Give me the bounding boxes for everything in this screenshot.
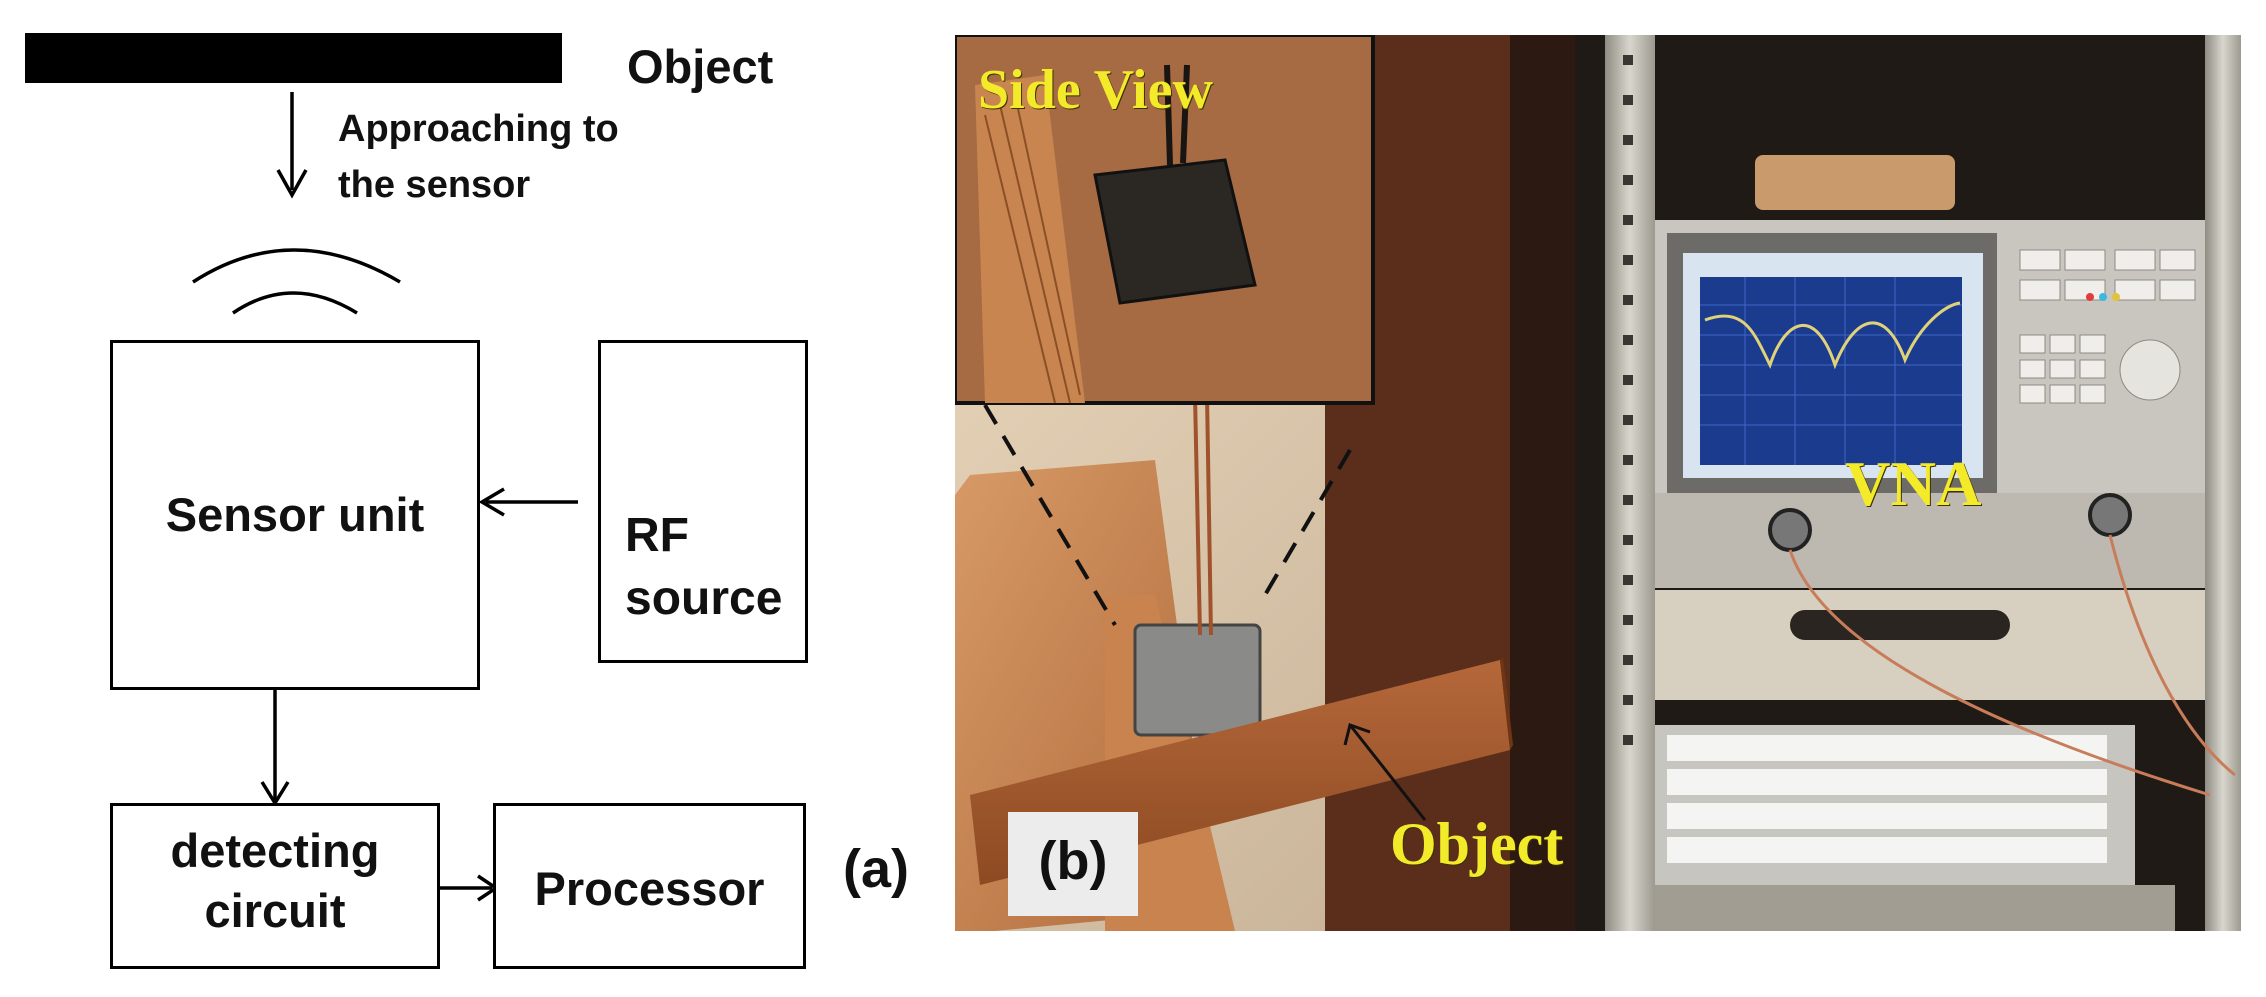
detecting-circuit-label: detecting circuit bbox=[113, 824, 437, 938]
sensor-chip bbox=[1133, 623, 1262, 737]
object-label: Object bbox=[627, 40, 774, 93]
detecting-line2: circuit bbox=[204, 884, 346, 938]
sensor-unit-label: Sensor unit bbox=[165, 488, 425, 541]
panel-a-label: (a) bbox=[843, 839, 909, 899]
side-view-label: Side View bbox=[978, 59, 1213, 121]
rf-source-line1: RF bbox=[625, 509, 689, 562]
measurement-setup-photo bbox=[955, 35, 2241, 931]
zoom-dash-right bbox=[1263, 448, 1352, 597]
rf-source-label: RF source bbox=[625, 508, 782, 626]
vna-label: VNA bbox=[1845, 449, 1982, 519]
signal-wave-outer bbox=[192, 248, 401, 284]
sensor-unit-box: Sensor unit bbox=[110, 340, 480, 690]
object-bar bbox=[25, 33, 562, 83]
rf-source-line2: source bbox=[625, 572, 783, 626]
rack-holes bbox=[1623, 55, 1633, 745]
panel-b-label: (b) bbox=[1038, 831, 1108, 891]
vna-port-2 bbox=[2088, 493, 2132, 537]
rf-source-box: RF source bbox=[598, 340, 808, 663]
approach-label: Approaching to the sensor bbox=[338, 108, 619, 207]
vna-trace bbox=[1704, 301, 1961, 370]
zoom-dash-left bbox=[983, 403, 1117, 627]
rf-cable-2 bbox=[2108, 534, 2236, 777]
processor-box: Processor bbox=[493, 803, 806, 969]
vna-keypad bbox=[2019, 249, 2196, 404]
rf-cable-1 bbox=[1788, 549, 2211, 797]
side-view-sensor-block bbox=[1093, 158, 1257, 305]
approach-label-line1: Approaching to bbox=[338, 108, 619, 150]
vna-port-1 bbox=[1768, 508, 1812, 552]
photo-scene bbox=[955, 35, 2241, 931]
object-pointer-arrow bbox=[1348, 724, 1427, 821]
panel-b-label-box: (b) bbox=[1008, 812, 1138, 916]
detecting-line1: detecting bbox=[170, 824, 380, 877]
processor-label: Processor bbox=[534, 862, 765, 915]
approach-label-line2: the sensor bbox=[338, 163, 531, 206]
signal-wave-inner bbox=[232, 291, 358, 315]
detecting-circuit-box: detecting circuit bbox=[110, 803, 440, 969]
sensor-cable bbox=[1193, 394, 1213, 636]
object-photo-label: Object bbox=[1390, 811, 1564, 877]
